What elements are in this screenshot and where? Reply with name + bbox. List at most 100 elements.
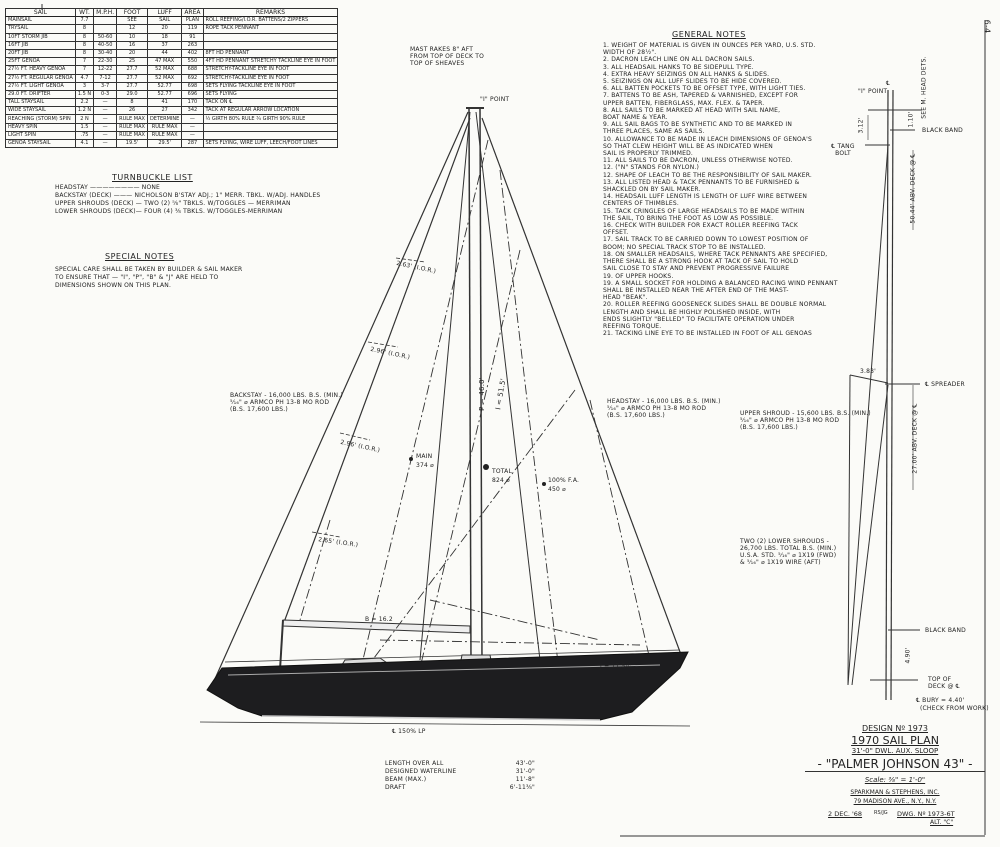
column-header: Foot (116, 7, 148, 18)
p-dimension: P = 46.0' (477, 377, 486, 411)
sail-cell: 8 (74, 32, 95, 42)
drawing-number: Dwg. Nº 1973-6T (897, 810, 955, 818)
sail-cell: 2 N (74, 114, 95, 124)
special-note-line: dimensions shown on this plan. (55, 282, 172, 289)
general-note-line: 11. All sails to be dacron, unless other… (603, 157, 793, 165)
firm-address: 79 Madison Ave., N.Y., N.Y. (853, 798, 937, 805)
center-of-effort-total (483, 464, 489, 470)
sail-cell: 29.5' (146, 138, 183, 149)
sail-cell: 402 (181, 48, 204, 59)
sail-row: Tall staysail2.2—841170Tack on ℄ (5, 98, 339, 108)
sail-cell: 12 (116, 24, 148, 34)
headstay-note-line: (B.S. 17,600 lbs.) (607, 412, 665, 419)
sail-cell: 263 (181, 40, 204, 50)
sail-cell: Rule max (146, 130, 183, 141)
lower-shroud-note-line: Two (2) lower shrouds - (740, 538, 829, 545)
general-note-line: 7. Battens to be ash, tapered & varnishe… (603, 92, 799, 100)
sail-cell: 20ft jib (5, 48, 76, 59)
sail-cell: — (181, 122, 204, 132)
column-header: Luff (146, 7, 183, 18)
general-note-line: sail close to stay and prevent progressi… (603, 265, 790, 273)
general-note-line: 19. A small socket for holding a balance… (603, 279, 838, 287)
sail-table: SailWt.M.P.H.FootLuffAreaRemarks Mainsai… (5, 7, 339, 149)
mast-dim-band: 1.10' (907, 111, 915, 128)
sail-cell: 698 (181, 81, 204, 91)
general-note-line: 6. All batten pockets to be offset type,… (603, 85, 806, 93)
sail-cell: 27½ ft. regular genoa (5, 73, 76, 83)
special-notes-title: Special Notes (105, 252, 175, 261)
column-header: M.P.H. (93, 7, 118, 18)
sail-cell: 8ft hd pennant (202, 48, 339, 59)
sail-cell: — (93, 138, 118, 149)
sail-cell: — (93, 106, 118, 116)
sail-cell: 4ft hd pennant stretchy tackline eye in … (202, 57, 339, 67)
sail-cell: Wide staysail (5, 106, 76, 116)
sail-cell: 12-22 (93, 65, 118, 75)
center-of-effort-main (409, 457, 413, 461)
drafter-initials: RS/JG (874, 810, 888, 816)
special-note-line: to ensure that — "I", "P", "B" & "J" are… (55, 274, 219, 281)
general-note-line: 5. Seizings on all luff slides to be hid… (603, 78, 782, 86)
sail-cell: Plan (181, 16, 204, 26)
sail-cell: 27.7 (116, 81, 148, 91)
sail-cell: 40-50 (93, 40, 118, 50)
sail-cell: 50-60 (93, 32, 118, 42)
sail-cell: 8 (74, 48, 95, 59)
sail-cell: See (116, 16, 148, 26)
bury-note: (Check from work) (920, 705, 989, 712)
sail-cell: Mainsail (5, 16, 76, 26)
main-leech (282, 117, 471, 626)
sail-cell: — (93, 122, 118, 132)
sail-cell: 8 (74, 40, 95, 50)
spec-row: Length over all43'-0" (385, 760, 535, 768)
headstay-note-line: Headstay - 16,000 lbs. B.S. (min.) (607, 398, 721, 405)
drawing-date: 2 Dec. '68 (828, 810, 863, 818)
general-note-line: 1. Weight of material is given in ounces… (603, 42, 816, 49)
sail-cell: 91 (181, 32, 204, 42)
sail-cell: Rule max (146, 122, 183, 132)
general-note-line: 21. Tacking line eye to be installed in … (603, 330, 812, 338)
lower-shroud-note-line: & ⁵⁄₁₆" ⌀ 1x19 wire (aft) (740, 559, 821, 566)
sail-cell: 696 (181, 89, 204, 100)
general-note-line: length and shall be highly polished insi… (603, 308, 781, 316)
sail-row: Genoa staysail4.1—19.5'29.5'287Sets flyi… (5, 138, 339, 149)
sail-cell: 29.0 (116, 89, 148, 100)
turnbuckle-item: Headstay ———————— None (55, 184, 161, 191)
sail-row: Wide staysail1.2 N—2627342Tack at regula… (5, 106, 339, 116)
sail-cell: — (93, 130, 118, 141)
center-of-effort-fore (542, 482, 546, 486)
sail-cell: 1.5 (74, 122, 95, 132)
general-note-line: the sail, to bring the foot as low as po… (603, 214, 774, 222)
general-note-line: there shall be a strong hook at tack of … (603, 258, 799, 266)
spreader-width: 3.83' (860, 368, 877, 375)
general-note-line: 14. Headsail luff length is length of lu… (603, 193, 808, 201)
upper-shroud (475, 111, 541, 661)
column-header: Remarks (202, 7, 339, 18)
general-note-line: 13. All listed head & tack pennants to b… (603, 178, 800, 186)
sail-cell: 27.7 (116, 65, 148, 75)
general-note-line: 10. Allowance to be made in leach dimens… (603, 135, 812, 143)
general-note-line: upper batten, fiberglass, max. flex. & t… (603, 99, 765, 107)
sail-cell: 20 (146, 24, 183, 34)
headstay (481, 117, 684, 661)
backstay-note-line: Backstay - 16,000 lbs. B.S. (min.) (230, 392, 343, 399)
sail-cell: Reaching (storm) spin (5, 114, 76, 124)
mast (468, 107, 472, 666)
general-note-line: width of 28½". (603, 49, 657, 57)
backstay-note-line: ⁵⁄₁₆" ⌀ Armco PH 13-8 Mo rod (230, 399, 330, 406)
general-note-line: shall be installed near the after end of… (603, 286, 789, 294)
rake-note-line: from top of deck to (410, 53, 485, 60)
general-notes: 1. Weight of material is given in ounces… (603, 42, 838, 337)
general-note-line: offset. (603, 229, 629, 237)
sail-cell: 550 (181, 57, 204, 67)
sail-cell: 25ft genoa (5, 57, 76, 67)
sail-cell: — (181, 130, 204, 141)
general-note-line: reefing torque. (603, 322, 662, 330)
turnbuckle-item: Backstay (deck) ——— Nicholson B'stay adj… (55, 192, 321, 199)
sail-cell: Sail (146, 16, 183, 26)
general-note-line: 8. All sails to be marked at head with s… (603, 106, 781, 114)
spec-row: Beam (max.)11'-8" (385, 776, 535, 784)
upper-shroud-note-line: Upper shroud - 15,600 lbs. B.S. (min.) (740, 410, 871, 417)
